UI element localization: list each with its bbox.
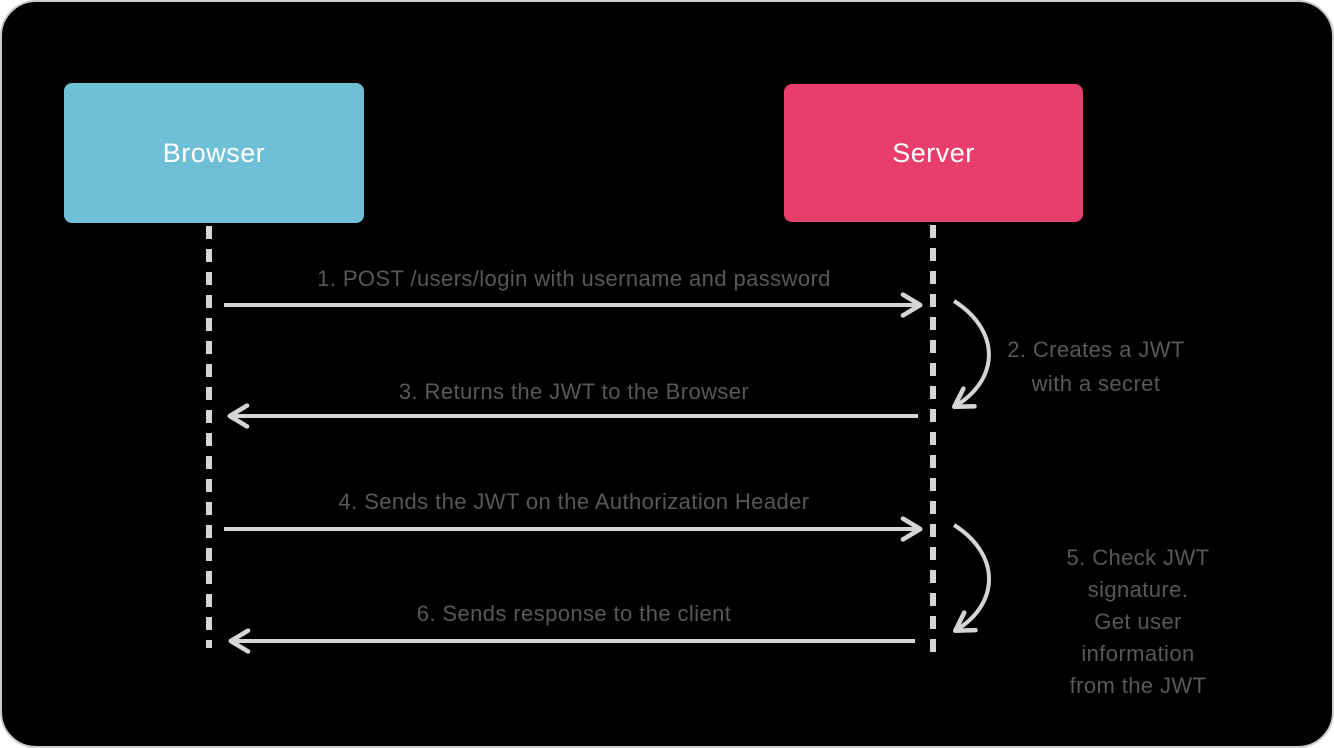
- arrow-step2-selfloop: [951, 299, 991, 410]
- message-step1-label: 1. POST /users/login with username and p…: [317, 266, 831, 291]
- actor-browser-box: Browser: [64, 83, 364, 223]
- message-step6-label: 6. Sends response to the client: [416, 601, 732, 626]
- message-step3-label: 3. Returns the JWT to the Browser: [398, 379, 750, 404]
- arrow-step5-selfloop: [952, 523, 991, 634]
- message-step5-label: 5. Check JWT signature. Get user informa…: [1066, 545, 1210, 698]
- message-step2-label: 2. Creates a JWT with a secret: [1007, 337, 1185, 396]
- actor-server-label: Server: [892, 137, 975, 168]
- browser-lifeline: [206, 226, 212, 648]
- actor-server-box: Server: [784, 84, 1083, 222]
- message-step4-label: 4. Sends the JWT on the Authorization He…: [338, 489, 810, 514]
- actor-browser-label: Browser: [162, 137, 266, 168]
- server-lifeline: [930, 225, 936, 653]
